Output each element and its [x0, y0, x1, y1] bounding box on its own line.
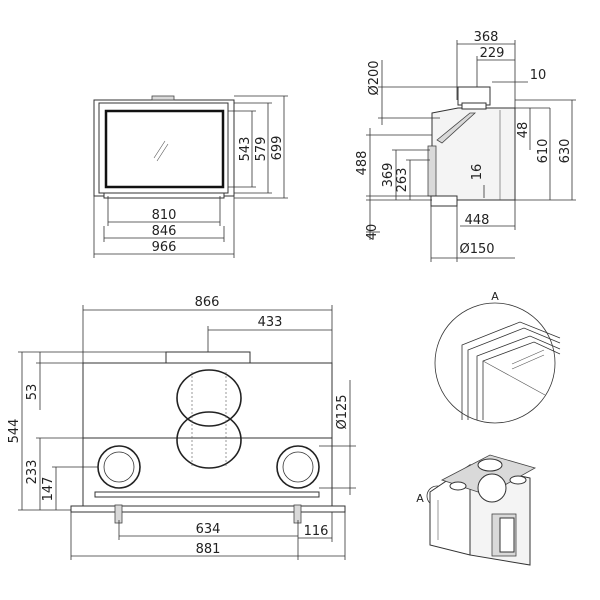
side-dim-488: 488	[355, 151, 370, 176]
side-inlet	[430, 195, 458, 207]
top-dim-o125: Ø125	[335, 394, 350, 429]
detail-label: A	[491, 290, 499, 303]
top-flue-collar	[165, 351, 251, 364]
iso-left-duct	[449, 481, 467, 491]
front-view: 810 846 966 543 579 699	[93, 95, 288, 258]
top-dim-116: 116	[304, 524, 329, 539]
top-base-plate	[70, 505, 346, 513]
side-dim-369: 369	[381, 163, 396, 188]
top-front-strip	[82, 437, 333, 511]
iso-right-duct	[509, 475, 527, 485]
right-duct-inner	[282, 451, 314, 483]
iso-flue-pipe	[477, 473, 507, 503]
side-dim-448: 448	[465, 213, 490, 228]
front-dim-699: 699	[270, 136, 285, 161]
top-dim-866: 866	[195, 295, 220, 310]
side-dim-16: 16	[470, 164, 485, 181]
top-dim-881: 881	[196, 542, 221, 557]
top-dim-544: 544	[7, 419, 22, 444]
side-front-door	[427, 145, 437, 197]
side-body	[431, 107, 516, 201]
flue-pipe-top	[176, 369, 242, 427]
glass-reflection	[153, 140, 166, 159]
side-dim-263: 263	[395, 168, 410, 193]
iso-view: A	[416, 454, 537, 566]
front-base	[103, 192, 225, 199]
flue-pipe-bottom	[176, 411, 242, 469]
front-dim-846: 846	[152, 224, 177, 239]
iso-door-2	[499, 517, 515, 553]
side-view: 368 229 10 Ø200 488 369 263 40 16 48	[355, 30, 576, 262]
front-dim-966: 966	[152, 240, 177, 255]
side-dim-o200: Ø200	[367, 60, 382, 95]
left-foot	[114, 504, 123, 524]
top-view: 866 433 544 53 233 147 Ø125 634 116	[7, 295, 356, 560]
side-flue	[457, 86, 491, 106]
right-duct-outer	[276, 445, 320, 489]
top-front-bar	[94, 491, 320, 498]
side-dim-40: 40	[365, 224, 380, 241]
side-dim-o150: Ø150	[459, 242, 494, 257]
top-dim-147: 147	[41, 477, 56, 502]
side-dim-10: 10	[530, 68, 547, 83]
top-dim-53: 53	[25, 384, 40, 401]
side-dim-610: 610	[536, 139, 551, 164]
front-grille	[151, 95, 175, 101]
top-dim-634: 634	[196, 522, 221, 537]
glass-reflection-2	[156, 143, 169, 162]
side-dim-48: 48	[516, 122, 531, 139]
iso-label: A	[416, 492, 424, 505]
iso-flue-top	[477, 458, 503, 472]
side-dim-229: 229	[480, 46, 505, 61]
side-hood	[436, 112, 477, 144]
front-dim-810: 810	[152, 208, 177, 223]
side-dim-368: 368	[474, 30, 499, 45]
detail-a: A	[434, 290, 561, 424]
side-flue-collar	[461, 102, 487, 110]
right-foot	[293, 504, 302, 524]
detail-circle	[434, 302, 556, 424]
left-duct-inner	[103, 451, 135, 483]
side-dim-630: 630	[558, 139, 573, 164]
top-dim-233: 233	[25, 460, 40, 485]
top-dim-433: 433	[258, 315, 283, 330]
front-dim-543: 543	[238, 137, 253, 162]
front-dim-579: 579	[254, 137, 269, 162]
